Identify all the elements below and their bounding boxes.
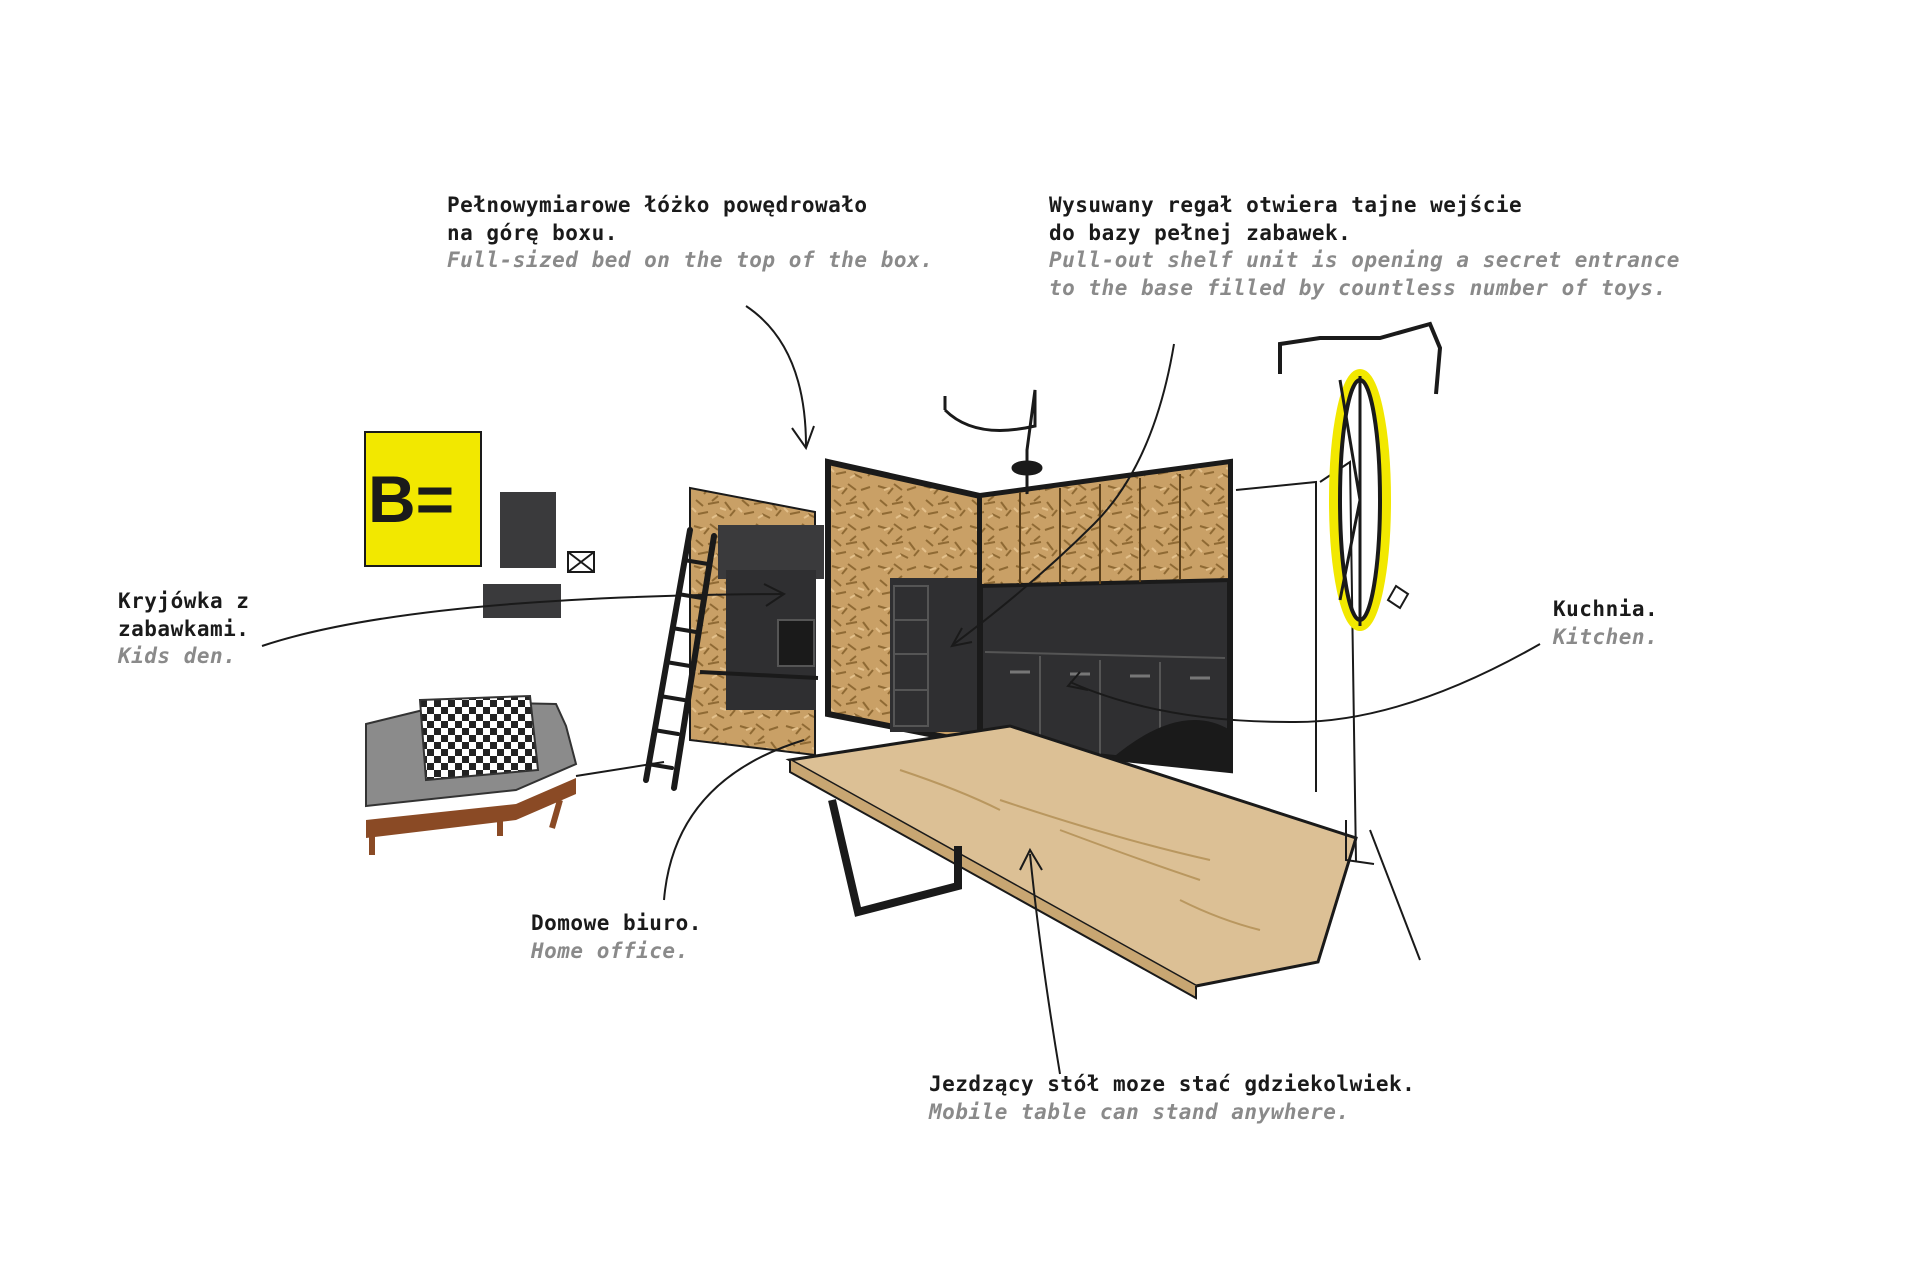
annotation-bed-pl-2: na górę boxu. [447, 220, 618, 245]
wall-box-icon [567, 551, 595, 573]
leader-table-arrow [1019, 847, 1043, 871]
wall-art: B= [364, 431, 595, 618]
annotation-shelf: Wysuwany regał otwiera tajne wejście do … [1049, 192, 1680, 303]
annotation-shelf-en-2: to the base filled by countless number o… [1049, 276, 1667, 301]
bicycle [1278, 321, 1443, 631]
annotation-kitchen: Kuchnia. Kitchen. [1553, 596, 1658, 651]
annotation-kitchen-pl-1: Kuchnia. [1553, 597, 1659, 621]
logo-board [364, 431, 482, 567]
annotation-bed-en-1: Full-sized bed on the top of the box. [447, 248, 934, 273]
logo-mark: B= [368, 462, 454, 536]
leader-bed-arrow [791, 425, 815, 451]
sofa [365, 694, 578, 855]
annotation-kids-den-en-1: Kids den. [118, 644, 237, 669]
center-box [825, 458, 983, 748]
kitchen-block [977, 458, 1233, 774]
leader-lines [261, 305, 1541, 1075]
wall-panel [500, 492, 556, 568]
bed-box [689, 486, 824, 757]
leader-office [663, 739, 805, 901]
annotation-home-office-pl-1: Domowe biuro. [531, 911, 702, 935]
pendant-lamp [943, 389, 1043, 494]
annotation-shelf-en-1: Pull-out shelf unit is opening a secret … [1049, 248, 1680, 273]
annotation-table: Jezdzący stół moze stać gdziekolwiek. Mo… [929, 1071, 1415, 1126]
leader-den-arrow [763, 583, 786, 607]
leader-bed [745, 305, 807, 447]
annotation-bed-pl-1: Pełnowymiarowe łóżko powędrowało [447, 193, 868, 217]
mobile-table [785, 724, 1421, 1000]
leader-sofa [575, 761, 665, 777]
annotation-kids-den-pl-1: Kryjówka z [118, 589, 250, 613]
annotation-kitchen-en-1: Kitchen. [1553, 624, 1659, 649]
leader-den [261, 593, 783, 647]
bike-wall [1235, 321, 1443, 863]
annotation-shelf-pl-2: do bazy pełnej zabawek. [1049, 220, 1352, 245]
home-office-screen [777, 619, 815, 667]
leader-shelf [953, 343, 1175, 645]
pull-out-shelf [893, 585, 929, 727]
annotation-home-office: Domowe biuro. Home office. [531, 910, 702, 965]
leader-shelf-arrow [950, 627, 973, 648]
annotation-shelf-pl-1: Wysuwany regał otwiera tajne wejście [1049, 193, 1523, 217]
annotation-kids-den-pl-2: zabawkami. [118, 616, 250, 641]
annotation-table-en-1: Mobile table can stand anywhere. [929, 1099, 1350, 1124]
leader-kitchen [1069, 643, 1541, 724]
leader-table [1029, 853, 1061, 1075]
annotation-home-office-en-1: Home office. [531, 938, 689, 963]
leader-kitchen-arrow [1066, 671, 1089, 691]
annotation-bed: Pełnowymiarowe łóżko powędrowało na górę… [447, 192, 933, 275]
annotation-table-pl-1: Jezdzący stół moze stać gdziekolwiek. [929, 1072, 1416, 1096]
annotation-kids-den: Kryjówka z zabawkami. Kids den. [118, 588, 249, 671]
